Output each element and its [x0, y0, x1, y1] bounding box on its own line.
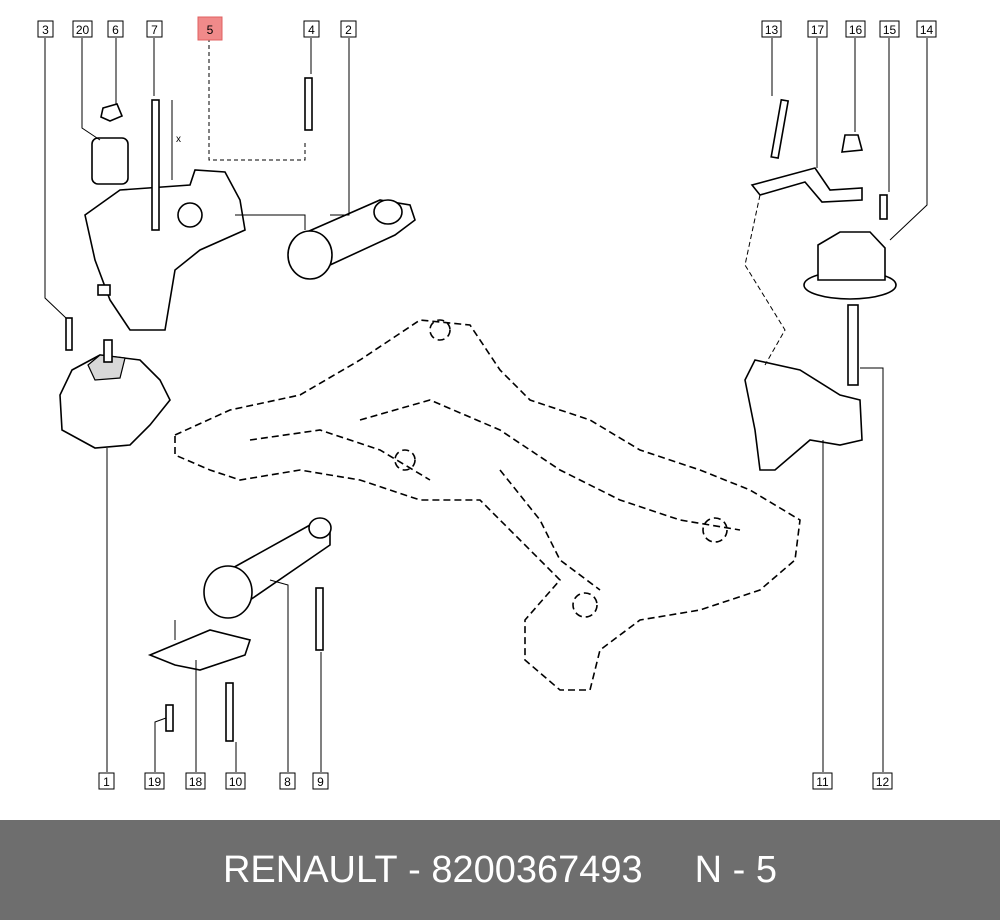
- bracket-17: [750, 167, 863, 203]
- parts-diagram: x 3 20 6 7 5 4 2 13 17 16 15 14 1 19 18 …: [37, 16, 937, 790]
- bolt-3: [65, 317, 73, 351]
- dimension-mark: x: [176, 134, 181, 145]
- bracket-5: [84, 169, 246, 331]
- part-number: 8200367493: [431, 848, 643, 891]
- callout-11[interactable]: 11: [812, 772, 833, 790]
- svg-text:17: 17: [811, 23, 825, 37]
- callout-5-highlighted[interactable]: 5: [197, 16, 223, 41]
- callout-17[interactable]: 17: [807, 20, 828, 38]
- callout-12[interactable]: 12: [872, 772, 893, 790]
- svg-text:15: 15: [883, 23, 897, 37]
- callout-16[interactable]: 16: [845, 20, 866, 38]
- svg-text:14: 14: [920, 23, 934, 37]
- callout-6[interactable]: 6: [107, 20, 124, 38]
- torque-rod-upper: [287, 199, 416, 280]
- svg-text:18: 18: [189, 775, 203, 789]
- position-label: N - 5: [694, 848, 778, 891]
- bolt-15: [879, 194, 888, 220]
- callout-7[interactable]: 7: [146, 20, 163, 38]
- callout-15[interactable]: 15: [879, 20, 900, 38]
- callout-14[interactable]: 14: [916, 20, 937, 38]
- callouts-bottom: 1 19 18 10 8 9 11 12: [98, 772, 893, 790]
- bolt-7: [151, 99, 160, 231]
- svg-text:12: 12: [876, 775, 890, 789]
- svg-text:4: 4: [308, 23, 315, 37]
- svg-text:5: 5: [207, 23, 214, 37]
- gearbox-mount-right: [803, 231, 897, 386]
- callout-9[interactable]: 9: [312, 772, 329, 790]
- subframe-outline: [174, 319, 801, 691]
- bracket-11: [744, 359, 863, 471]
- callout-13[interactable]: 13: [761, 20, 782, 38]
- nut-6: [100, 103, 124, 122]
- callout-1[interactable]: 1: [98, 772, 115, 790]
- callout-20[interactable]: 20: [72, 20, 93, 38]
- svg-text:2: 2: [345, 23, 352, 37]
- nut-16: [841, 134, 864, 153]
- bolt-9: [315, 587, 324, 651]
- svg-text:13: 13: [765, 23, 779, 37]
- torque-rod-lower: [203, 517, 332, 619]
- svg-text:19: 19: [148, 775, 162, 789]
- callout-10[interactable]: 10: [225, 772, 246, 790]
- svg-text:10: 10: [229, 775, 243, 789]
- bolt-4: [304, 77, 313, 131]
- callout-2[interactable]: 2: [340, 20, 357, 38]
- callout-3[interactable]: 3: [37, 20, 54, 38]
- bolt-10: [225, 682, 234, 742]
- svg-text:9: 9: [317, 775, 324, 789]
- bushing-20: [91, 137, 129, 185]
- brand-name: RENAULT: [222, 848, 398, 891]
- callout-19[interactable]: 19: [144, 772, 165, 790]
- callout-4[interactable]: 4: [303, 20, 320, 38]
- bolt-13: [770, 98, 790, 160]
- engine-mount-left: [59, 339, 171, 449]
- bolt-19: [165, 704, 174, 732]
- bracket-18: [147, 629, 252, 671]
- svg-text:1: 1: [103, 775, 110, 789]
- svg-text:11: 11: [816, 775, 829, 789]
- svg-text:6: 6: [112, 23, 119, 37]
- callout-8[interactable]: 8: [279, 772, 296, 790]
- callouts-top: 3 20 6 7 5 4 2 13 17 16 15 14: [37, 16, 937, 41]
- svg-text:8: 8: [284, 775, 291, 789]
- callout-18[interactable]: 18: [185, 772, 206, 790]
- leader-lines: [44, 38, 928, 772]
- part-info-footer: RENAULT - 8200367493 N - 5: [0, 820, 1000, 920]
- svg-text:7: 7: [151, 23, 158, 37]
- svg-text:20: 20: [76, 23, 90, 37]
- svg-text:16: 16: [849, 23, 863, 37]
- svg-text:3: 3: [42, 23, 49, 37]
- separator: -: [397, 848, 432, 891]
